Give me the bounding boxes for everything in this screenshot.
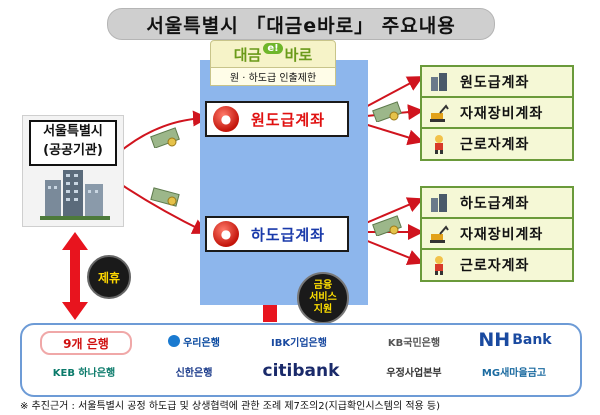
brand-e-bubble: e! [263,42,283,54]
right-bottom-label-2: 자재장비계좌 [460,227,544,243]
excavator-icon [428,102,450,124]
sub-account-label: 하도급계좌 [251,225,326,244]
money-bundle-icon [372,215,402,236]
worker-icon [428,133,450,155]
money-bundle-icon [150,187,180,207]
bank-woori-label: 우리은행 [183,337,220,349]
right-bottom-sub-box: 하도급계좌 [420,186,574,220]
right-bottom-equipment-box: 자재장비계좌 [420,217,574,251]
nine-banks-label: 9개 은행 [40,331,132,355]
brand-subtitle: 원 · 하도급 인출제한 [210,67,336,86]
prime-account-label: 원도급계좌 [251,110,326,129]
bank-keb: KEB 하나은행 [52,367,116,379]
money-bundle-icon [372,101,402,122]
lock-icon: ● [213,221,239,247]
right-bottom-worker-box: 근로자계좌 [420,248,574,282]
gov-name: 서울특별시 [43,124,103,139]
brand-logo: 대금 e! 바로 [210,40,336,68]
brand-pre: 대금 [233,45,262,64]
footnote: ※ 추진근거 : 서울특별시 공정 하도급 및 상생협력에 관한 조례 제7조의… [20,401,441,412]
gov-type: (공공기관) [43,143,103,158]
building-icon [428,192,450,214]
right-top-equipment-box: 자재장비계좌 [420,96,574,130]
right-bottom-label-3: 근로자계좌 [460,258,530,274]
right-top-worker-box: 근로자계좌 [420,127,574,161]
bank-shinhan: 신한은행 [175,367,213,379]
financial-service-badge: 금융 서비스 지원 [297,272,349,324]
right-top-prime-box: 원도급계좌 [420,65,574,99]
gov-label: 서울특별시 (공공기관) [29,120,117,166]
bank-post: 우정사업본부 [386,367,442,379]
bank-citi: citibank [262,361,340,381]
system-panel [200,60,368,305]
bank-nh: NH Bank [470,328,560,352]
worker-icon [428,254,450,276]
right-top-label-2: 자재장비계좌 [460,106,544,122]
arrow-gov-to-sub [121,184,209,234]
woori-logo-icon [168,335,181,347]
bank-ibk: IBK기업은행 [271,337,327,349]
right-top-label-1: 원도급계좌 [460,75,530,91]
bank-mg: MG새마을금고 [481,367,547,379]
nh-label: NH [478,329,511,351]
prime-account-box: ● 원도급계좌 [205,101,349,137]
brand-post: 바로 [284,45,313,64]
bank-kb: KB국민은행 [387,337,441,349]
partnership-badge: 제휴 [87,255,131,299]
sub-account-box: ● 하도급계좌 [205,216,349,252]
double-arrow-partnership [62,232,88,320]
fin-line-1: 금융 [313,280,333,291]
lock-icon: ● [213,106,239,132]
money-bundle-icon [150,127,180,148]
nh-bank-label: Bank [512,332,552,348]
right-top-label-3: 근로자계좌 [460,137,530,153]
city-building-icon [40,170,110,220]
bank-woori: 우리은행 [150,331,238,351]
fin-line-3: 지원 [313,304,333,315]
page-title: 서울특별시 「대금e바로」 주요내용 [107,8,495,40]
building-icon [428,71,450,93]
arrow-gov-to-prime [121,110,209,151]
fin-line-2: 서비스 [309,292,337,303]
right-bottom-label-1: 하도급계좌 [460,196,530,212]
excavator-icon [428,223,450,245]
